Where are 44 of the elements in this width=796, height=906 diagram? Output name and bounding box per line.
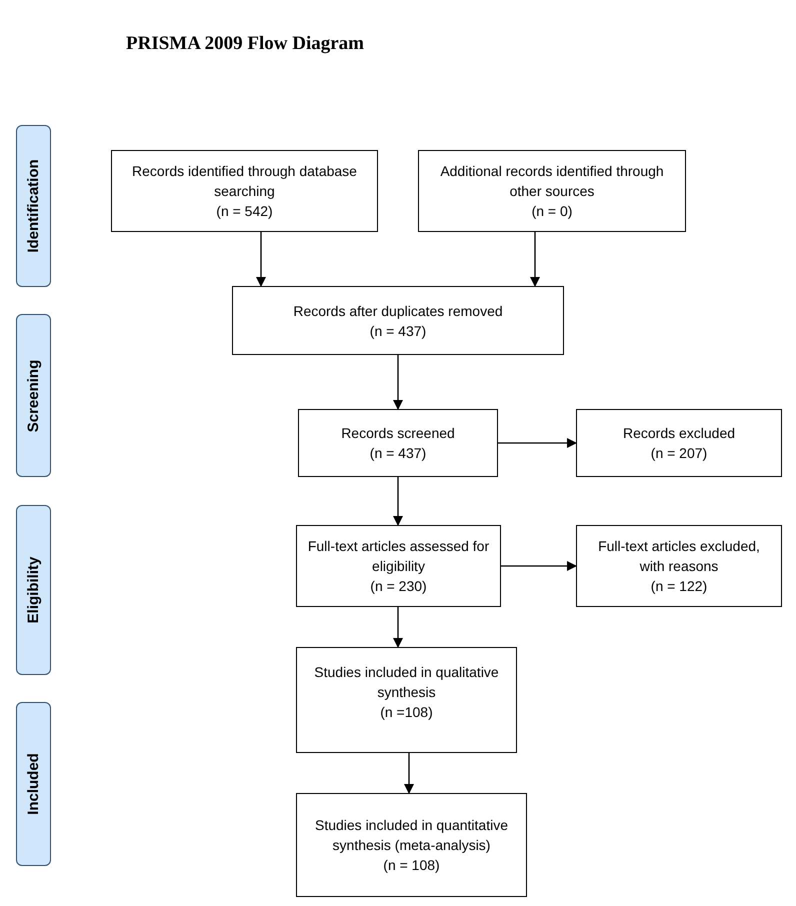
phase-band xyxy=(16,314,51,477)
process-box xyxy=(576,409,782,477)
box-text: Records identified through database searching xyxy=(131,162,358,201)
count-text: (n = 108) xyxy=(383,856,440,875)
box-text: Records after duplicates removed xyxy=(293,302,503,320)
process-box xyxy=(296,647,517,753)
box-text: Records screened xyxy=(341,424,455,443)
box-text: Additional records identified through other sources xyxy=(439,162,665,201)
arrow xyxy=(501,561,577,571)
count-text: (n = 122) xyxy=(650,577,708,596)
arrow xyxy=(530,232,540,287)
box-text: Full-text articles excluded, with reasons xyxy=(597,537,761,576)
phase-band xyxy=(16,702,51,866)
process-box xyxy=(576,525,782,607)
count-text: (n = 437) xyxy=(370,444,426,463)
count-text: (n = 230) xyxy=(370,577,427,596)
diagram-title: PRISMA 2009 Flow Diagram xyxy=(126,32,364,56)
process-box xyxy=(232,286,564,355)
arrow xyxy=(393,355,403,410)
arrow xyxy=(256,232,266,287)
phase-label: Included xyxy=(23,753,42,815)
box-text: Studies included in quantitative synthesis (meta-analysis) xyxy=(314,816,510,855)
count-text: (n = 542) xyxy=(216,202,273,221)
phase-band xyxy=(16,125,51,287)
phase-label: Identification xyxy=(23,159,42,253)
process-box xyxy=(111,150,378,232)
process-box xyxy=(298,409,498,477)
box-text: Records excluded xyxy=(622,424,736,443)
phase-band xyxy=(16,505,51,675)
process-box xyxy=(296,525,501,607)
count-text: (n = 207) xyxy=(650,444,708,463)
phase-label: Screening xyxy=(23,359,42,432)
arrow xyxy=(498,438,577,448)
arrow xyxy=(404,753,414,794)
count-text: (n = 437) xyxy=(370,322,426,340)
arrow xyxy=(393,477,403,526)
box-text: Full-text articles assessed for eligibility xyxy=(306,537,490,576)
box-text: Studies included in qualitative synthesis xyxy=(313,663,500,702)
count-text: (n = 0) xyxy=(532,202,572,221)
count-text: (n =108) xyxy=(380,703,433,722)
process-box xyxy=(296,793,527,897)
process-box xyxy=(418,150,686,232)
phase-label: Eligibility xyxy=(23,556,42,624)
arrow xyxy=(393,607,403,648)
